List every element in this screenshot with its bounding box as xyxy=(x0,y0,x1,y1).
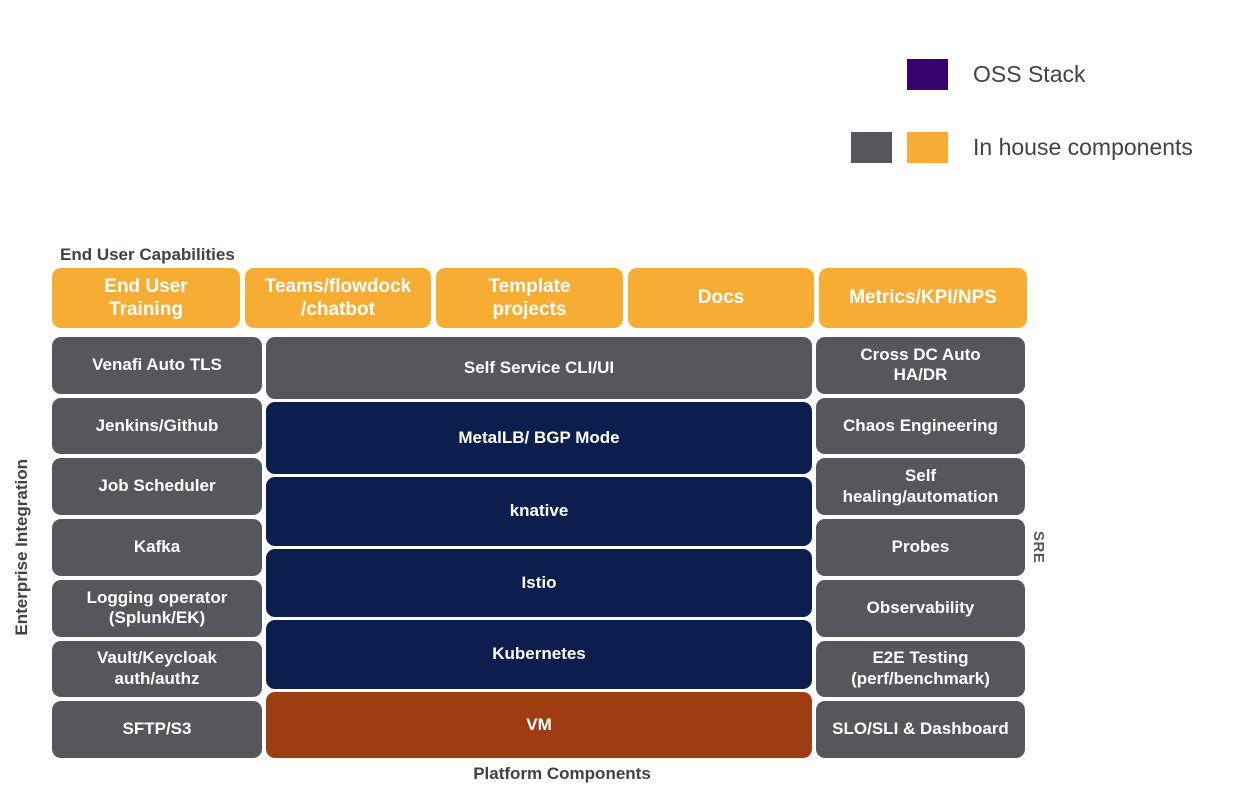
box-template-projects: Template projects xyxy=(436,268,623,328)
box-slo-sli-dashboard: SLO/SLI & Dashboard xyxy=(816,701,1025,759)
box-vault-keycloak: Vault/Keycloak auth/authz xyxy=(52,640,262,698)
box-self-healing-automation: Self healing/automation xyxy=(816,458,1025,516)
enterprise-integration-column: Venafi Auto TLS Jenkins/Github Job Sched… xyxy=(52,337,262,759)
legend-swatch-spacer xyxy=(851,59,892,90)
box-venafi-auto-tls: Venafi Auto TLS xyxy=(52,337,262,394)
oss-stack-legend-label: OSS Stack xyxy=(973,60,1086,87)
box-knative: knative xyxy=(266,477,812,546)
box-e2e-testing: E2E Testing (perf/benchmark) xyxy=(816,640,1025,698)
box-metrics-kpi-nps: Metrics/KPI/NPS xyxy=(819,268,1027,328)
oss-stack-color-swatch xyxy=(907,58,948,90)
box-jenkins-github: Jenkins/Github xyxy=(52,397,262,455)
box-teams-flowdock-chatbot: Teams/flowdock /chatbot xyxy=(245,268,431,328)
box-docs: Docs xyxy=(628,268,814,328)
platform-components-heading: Platform Components xyxy=(473,764,651,783)
legend-row-in-house: In house components xyxy=(851,131,1193,163)
sre-label: SRE xyxy=(1030,531,1047,564)
enterprise-integration-label-wrap: Enterprise Integration xyxy=(12,337,32,758)
sre-column: Cross DC Auto HA/DR Chaos Engineering Se… xyxy=(816,337,1025,759)
sre-label-wrap: SRE xyxy=(1030,337,1047,758)
box-logging-operator: Logging operator (Splunk/EK) xyxy=(52,579,262,637)
box-kafka: Kafka xyxy=(52,519,262,576)
box-job-scheduler: Job Scheduler xyxy=(52,458,262,516)
legend: OSS Stack In house components xyxy=(851,58,1193,163)
platform-components-column: Self Service CLI/UI MetalLB/ BGP Mode kn… xyxy=(266,337,812,758)
box-self-service-cli-ui: Self Service CLI/UI xyxy=(266,337,812,399)
box-end-user-training: End User Training xyxy=(52,268,240,328)
box-kubernetes: Kubernetes xyxy=(266,620,812,689)
box-cross-dc-auto-ha-dr: Cross DC Auto HA/DR xyxy=(816,337,1025,394)
legend-row-oss-stack: OSS Stack xyxy=(851,58,1193,90)
box-istio: Istio xyxy=(266,549,812,617)
end-user-capabilities-row: End User Training Teams/flowdock /chatbo… xyxy=(52,268,1027,328)
in-house-legend-label: In house components xyxy=(973,133,1193,160)
box-observability: Observability xyxy=(816,579,1025,637)
box-chaos-engineering: Chaos Engineering xyxy=(816,397,1025,455)
box-probes: Probes xyxy=(816,519,1025,576)
in-house-orange-color-swatch xyxy=(907,131,948,163)
in-house-gray-color-swatch xyxy=(851,131,892,163)
end-user-capabilities-heading: End User Capabilities xyxy=(60,245,235,264)
box-metallb-bgp-mode: MetalLB/ BGP Mode xyxy=(266,402,812,474)
box-vm: VM xyxy=(266,692,812,758)
box-sftp-s3: SFTP/S3 xyxy=(52,701,262,759)
enterprise-integration-label: Enterprise Integration xyxy=(12,459,31,636)
